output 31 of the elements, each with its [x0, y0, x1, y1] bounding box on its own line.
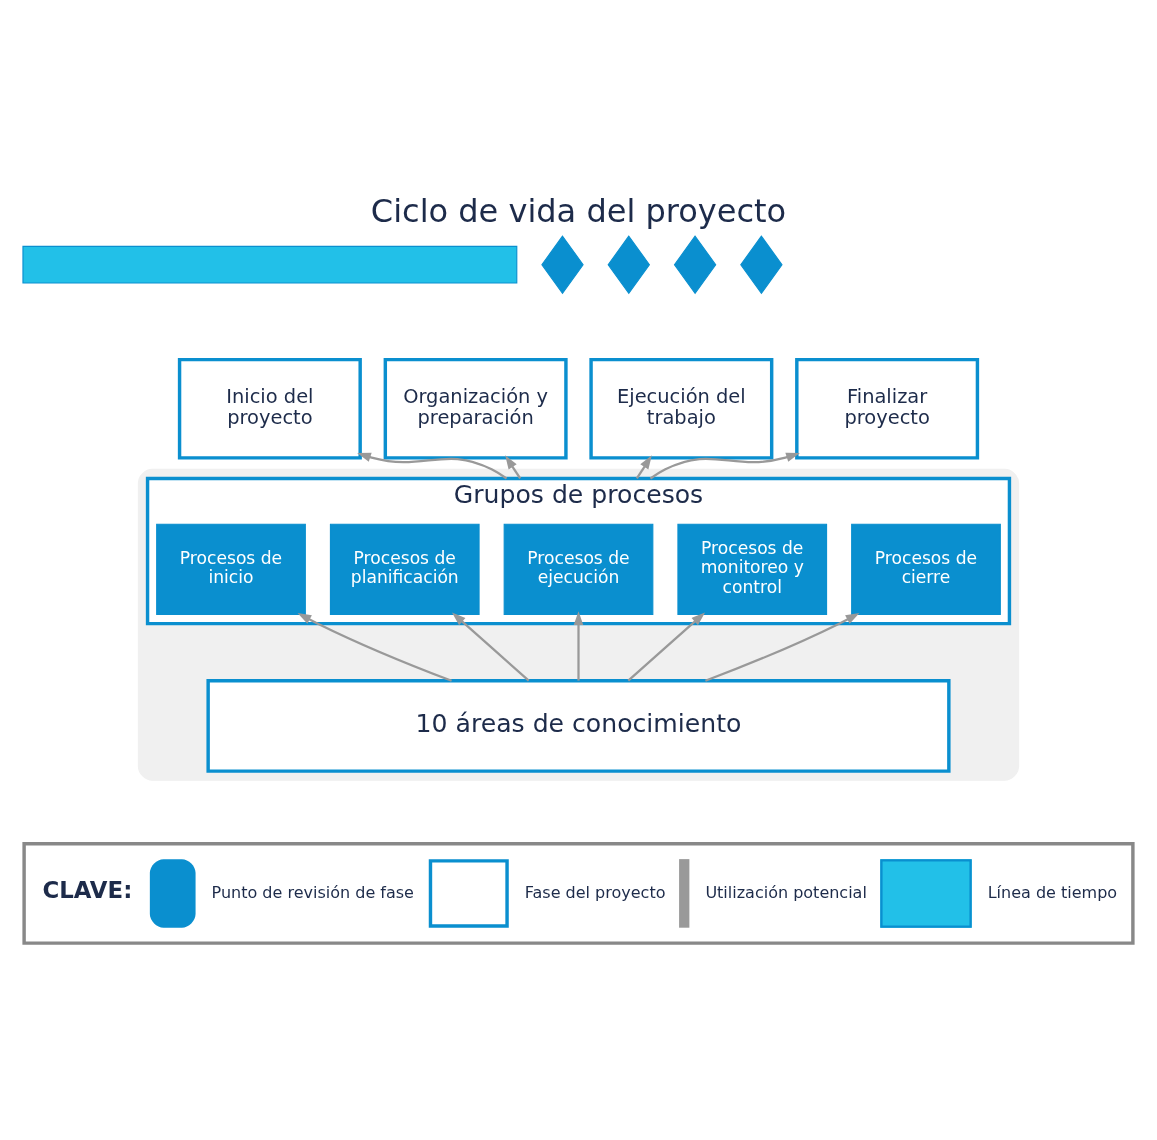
node-box: 10 áreas de conocimiento [206, 678, 951, 773]
node-diamond [607, 234, 651, 294]
node-diamond [541, 234, 584, 294]
diagram-title: Ciclo de vida del proyecto [370, 191, 787, 230]
node-diamond [740, 234, 783, 294]
legend-label: Utilización potencial [705, 882, 867, 902]
label: CLAVE: [42, 876, 133, 903]
arrow [627, 611, 706, 681]
node-box: Ejecución del trabajo [589, 357, 774, 460]
arrow [505, 454, 522, 479]
node-box: Inicio del proyecto [177, 357, 362, 460]
node-box: Procesos de inicio [156, 523, 306, 615]
node-box: Procesos de cierre [851, 523, 1001, 615]
node-box: Finalizar proyecto [795, 357, 980, 460]
arrow [635, 454, 652, 479]
arrow [357, 452, 508, 479]
node-box: Procesos de ejecución [503, 523, 654, 615]
node-diamond [673, 234, 717, 294]
arrow [705, 612, 860, 682]
legend-label: Línea de tiempo [987, 882, 1118, 902]
node-box: Procesos de planificación [329, 523, 480, 615]
arrow [297, 612, 452, 682]
arrow [649, 452, 800, 479]
arrow [573, 610, 584, 681]
node-bar [22, 245, 518, 284]
cluster [137, 468, 1020, 781]
node-box: Procesos de monitoreo y control [677, 523, 828, 615]
legend-label: Punto de revisión de fase [211, 882, 414, 902]
legend-label: Fase del proyecto [524, 882, 666, 902]
node-box: Organización y preparación [383, 357, 568, 460]
arrow [451, 611, 530, 681]
